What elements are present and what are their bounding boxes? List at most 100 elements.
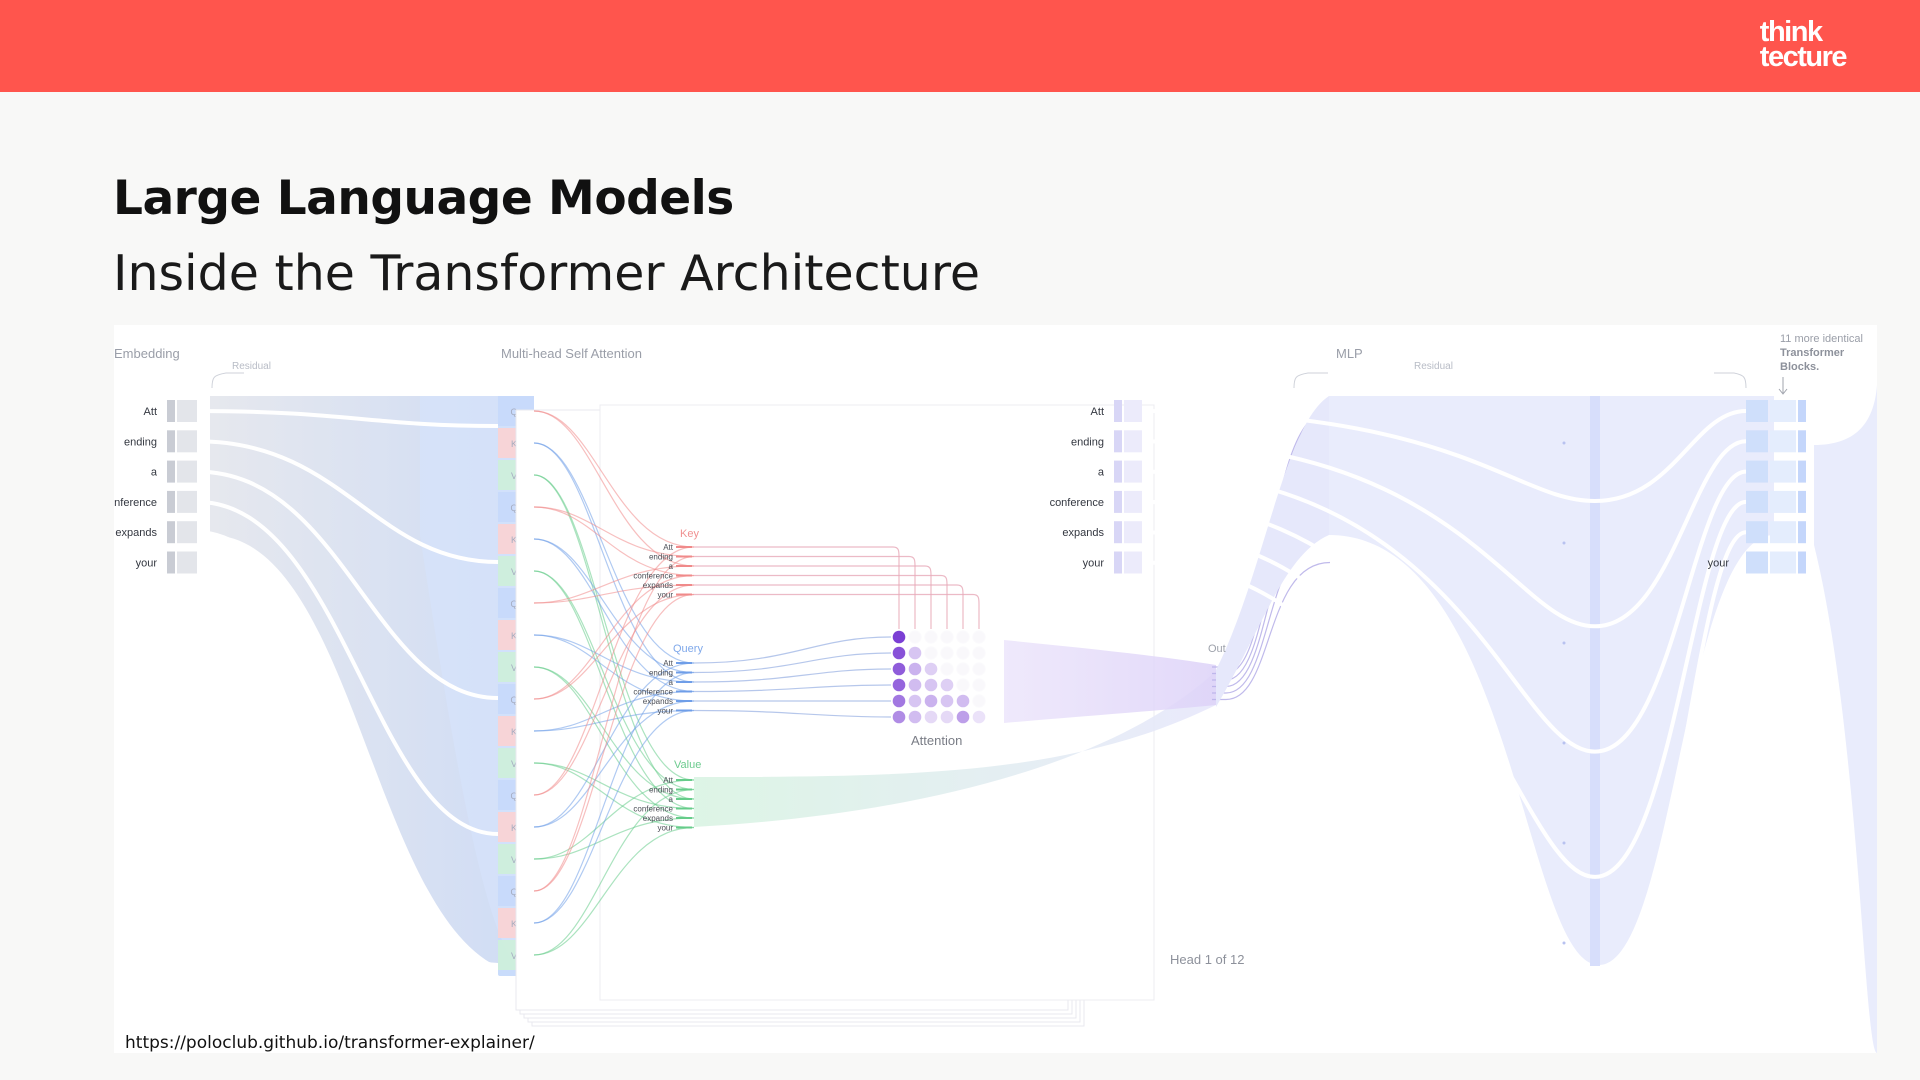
attention-cell-0-0 (892, 630, 906, 644)
block-cell-b-0 (1770, 400, 1796, 422)
value-to-out-band (694, 671, 1216, 827)
residual-bracket-left (211, 372, 244, 389)
head-token-2-4: expands (643, 814, 673, 823)
key-line-5 (694, 593, 980, 629)
label-more-blocks-3: Blocks. (1780, 361, 1819, 373)
attention-cell-1-4 (956, 646, 970, 660)
qkv-letter-4-2: V (511, 855, 517, 865)
qkv-flow-4-1-1 (533, 662, 695, 828)
attention-cell-2-5 (972, 662, 986, 676)
embedding-curve-2 (196, 469, 499, 700)
mlp-hidden-column (1590, 396, 1600, 966)
label-query: Query (673, 643, 703, 655)
head-tick-1-3 (676, 690, 692, 693)
attention-cell-3-2 (924, 678, 938, 692)
thinktecture-logo: think tecture (1759, 16, 1848, 73)
head-token-2-1: ending (649, 786, 673, 795)
mlp-cell-2 (1114, 460, 1122, 483)
mlp-cell-3 (1114, 490, 1122, 513)
head-tick-1-1 (676, 671, 692, 674)
token-curves (196, 409, 1747, 1053)
qkv-letter-1-1: K (511, 535, 517, 545)
qkv-letter-0-0: Q (510, 407, 517, 417)
logo-line-think: think (1759, 16, 1823, 48)
embedding-cell-0 (167, 400, 175, 422)
block-cell-5 (1746, 551, 1768, 574)
block-cell-b-1 (1770, 430, 1796, 453)
residual-bracket-right (1714, 372, 1747, 389)
mlp-token-label-5: your (1083, 558, 1105, 570)
qkv-flow-0-2-0 (533, 474, 695, 781)
attention-cell-3-3 (940, 678, 954, 692)
embedding-pos-cell-3 (177, 490, 197, 513)
head-token-2-0: Att (663, 776, 674, 785)
block-cell-c-1 (1798, 430, 1806, 453)
label-value: Value (674, 759, 701, 771)
embedding-curve-0 (196, 409, 499, 428)
source-link[interactable]: https://poloclub.github.io/transformer-e… (125, 1033, 535, 1053)
attention-cell-2-3 (940, 662, 954, 676)
label-residual-left: Residual (232, 361, 271, 372)
mlp-token-label-4: expands (1062, 527, 1104, 539)
mlp-pos-cell-0 (1124, 400, 1142, 422)
more-blocks-arrow-icon (1778, 377, 1788, 395)
head-tick-1-4 (676, 700, 692, 702)
qkv-flow-1-0-1 (533, 506, 695, 577)
qkv-flow-3-2-0 (533, 762, 695, 810)
qkv-flow-0-0-0 (533, 410, 695, 548)
embedding-cell-1 (167, 430, 175, 453)
attention-cell-4-3 (940, 694, 954, 708)
mlp-curve-1 (1141, 439, 1747, 629)
mlp-pos-cell-4 (1124, 521, 1142, 544)
attention-cell-4-0 (892, 694, 906, 708)
block-cell-4 (1746, 521, 1768, 544)
block-cell-b-5 (1770, 551, 1796, 574)
embedding-pos-cell-2 (177, 460, 197, 483)
qkv-flow-5-2-0 (533, 826, 695, 956)
qkv-flow-5-0-0 (533, 593, 695, 892)
head-token-2-5: your (657, 824, 673, 833)
head-tick-0-5 (676, 593, 692, 596)
block-cell-c-3 (1798, 490, 1806, 513)
attention-cell-3-1 (908, 678, 922, 692)
mlp-flow-band (1329, 396, 1774, 965)
mlp-hidden-dot-2 (1562, 641, 1566, 645)
embedding-pos-cell-5 (177, 551, 197, 574)
attention-cell-2-2 (924, 662, 938, 676)
attention-cell-3-4 (956, 678, 970, 692)
qkv-letter-5-1: K (511, 919, 517, 929)
qkv-flow-2-0-0 (533, 565, 695, 604)
query-line-0 (693, 636, 892, 664)
attention-cell-1-3 (940, 646, 954, 660)
token-labels: AttendingaconferenceexpandsyourAttending… (114, 406, 1729, 570)
token-label-0: Att (144, 406, 157, 418)
block-cell-3 (1746, 490, 1768, 513)
attention-cell-1-2 (924, 646, 938, 660)
qkv-letter-1-0: Q (510, 503, 517, 513)
embedding-pos-cell-1 (177, 430, 197, 453)
qkv-letter-2-0: Q (510, 599, 517, 609)
attention-cell-1-0 (892, 646, 906, 660)
header-bar: think tecture (0, 0, 1920, 92)
block-cell-c-0 (1798, 400, 1806, 422)
qkv-flow-5-1-0 (533, 709, 695, 924)
head-tick-0-1 (676, 555, 692, 558)
qkv-flow-0-1-1 (533, 442, 695, 683)
label-attention: Multi-head Self Attention (501, 346, 642, 361)
mlp-pos-cell-5 (1124, 551, 1142, 574)
qkv-letter-3-0: Q (510, 695, 517, 705)
logo-line-tecture: tecture (1759, 41, 1848, 73)
attention-cell-3-5 (972, 678, 986, 692)
token-label-4: expands (115, 527, 157, 539)
mlp-pos-cell-3 (1124, 490, 1142, 513)
label-mlp: MLP (1336, 346, 1363, 361)
mlp-hidden-dot-3 (1562, 741, 1566, 745)
slide-title: Large Language Models (113, 171, 734, 226)
label-more-blocks-1: 11 more identical (1780, 333, 1863, 345)
block-cell-c-5 (1798, 551, 1806, 574)
token-label-5: your (136, 558, 158, 570)
qkv-flow-3-1-0 (533, 690, 695, 732)
label-head-count: Head 1 of 12 (1170, 952, 1244, 967)
